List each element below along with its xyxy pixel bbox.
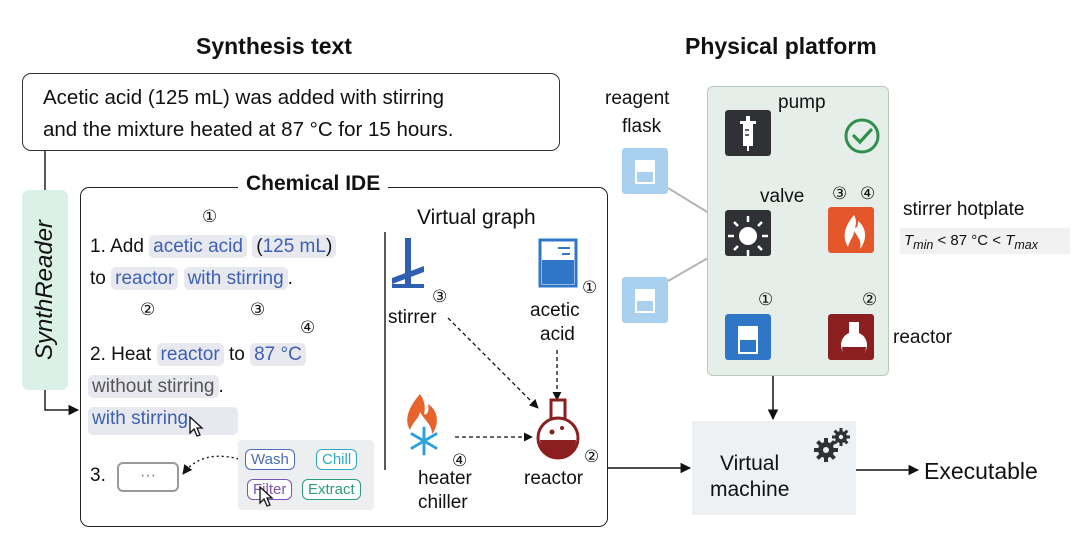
options-to-placeholder-arc	[182, 455, 249, 475]
reagent-token[interactable]: acetic acid	[149, 235, 247, 258]
graph-marker-3: ③	[432, 287, 448, 306]
step-3-placeholder[interactable]: ···	[117, 462, 179, 492]
option-wash[interactable]: Wash	[245, 449, 295, 470]
corrected-stirring-text: with stirring.	[92, 408, 194, 429]
stirrer-label: stirrer	[388, 307, 437, 328]
reagent-label: reagent	[605, 88, 670, 109]
stirring-token[interactable]: with stirring	[183, 267, 288, 290]
valve-label: valve	[760, 186, 805, 207]
step-2-line-2: without stirring.	[88, 375, 224, 398]
synthreader-block: SynthReader	[22, 190, 68, 390]
valve-icon	[725, 210, 771, 256]
synthesis-line-1: Acetic acid (125 mL) was added with stir…	[43, 86, 445, 109]
heater-chiller-icon	[407, 394, 438, 456]
option-chill[interactable]: Chill	[316, 449, 358, 470]
step-2-vessel-token[interactable]: reactor	[156, 343, 224, 366]
step-3-prefix: 3.	[90, 465, 106, 486]
tmin-subscript: min	[913, 238, 934, 252]
temperature-constraint: Tmin < 87 °C < Tmax	[900, 228, 1070, 254]
marker-4: ④	[300, 318, 316, 337]
reagent-flask-2-icon	[622, 277, 668, 323]
marker-3: ③	[250, 300, 266, 319]
step-1-dot: .	[287, 268, 293, 289]
graph-reactor-label: reactor	[524, 468, 584, 489]
marker-1: ①	[202, 207, 218, 226]
stirrer-icon	[392, 238, 424, 288]
step-2-prefix: 2. Heat	[90, 344, 152, 365]
temperature-token[interactable]: 87 °C	[250, 343, 306, 366]
gears-icon	[814, 428, 850, 462]
option-extract[interactable]: Extract	[302, 479, 361, 500]
vm-label-2: machine	[710, 478, 790, 501]
platform-marker-4: ④	[860, 184, 876, 203]
hotplate-label: stirrer hotplate	[903, 199, 1025, 220]
arrow-reader-to-ide	[44, 390, 80, 416]
graph-marker-2: ②	[584, 447, 600, 466]
step-1-line-1: 1. Add acetic acid (125 mL)	[90, 235, 337, 258]
virtual-graph-title: Virtual graph	[417, 206, 536, 229]
step-2-to: to	[228, 344, 245, 365]
platform-marker-2: ②	[862, 290, 878, 309]
pump-icon	[725, 110, 771, 156]
acetic-label: acetic	[530, 300, 580, 321]
tmin-symbol: T	[904, 232, 914, 249]
virtual-machine-block	[692, 421, 856, 515]
platform-reagent-icon	[725, 314, 771, 360]
platform-reactor-label: reactor	[893, 327, 953, 348]
marker-2: ②	[140, 300, 156, 319]
step-1-to: to	[90, 268, 106, 289]
edge-stirrer-reactor	[447, 317, 539, 409]
corrected-stirring-token[interactable]: with stirring.	[88, 407, 238, 435]
flask-label: flask	[622, 116, 662, 137]
platform-marker-3: ③	[832, 184, 848, 203]
platform-title: Physical platform	[685, 33, 877, 59]
executable-label: Executable	[924, 458, 1038, 484]
reagent-flask-1-icon	[622, 148, 668, 194]
synthesis-line-2: and the mixture heated at 87 °C for 15 h…	[43, 118, 454, 141]
heater-label: heater	[418, 468, 472, 489]
acid-label: acid	[540, 324, 575, 345]
step-2-line-1: 2. Heat reactor to 87 °C	[90, 343, 306, 366]
reactor-flask-icon	[536, 398, 580, 460]
ide-title: Chemical IDE	[238, 172, 389, 196]
struck-stirring-token[interactable]: without stirring	[88, 375, 219, 398]
pointer-cursor-icon	[259, 486, 274, 507]
step-1-prefix: 1. Add	[90, 236, 144, 257]
constraint-middle: < 87 °C <	[933, 232, 1006, 249]
platform-marker-1: ①	[758, 290, 774, 309]
step-2-dot: .	[218, 376, 224, 397]
platform-reactor-icon	[828, 314, 874, 360]
beaker-icon	[538, 238, 578, 288]
step-1-line-2: to reactor with stirring.	[90, 267, 293, 290]
vessel-token[interactable]: reactor	[111, 267, 179, 290]
graph-marker-1: ①	[582, 278, 598, 297]
synthreader-label: SynthReader	[31, 219, 58, 361]
chiller-label: chiller	[418, 492, 468, 513]
mouse-cursor-icon	[189, 416, 204, 437]
tmax-subscript: max	[1014, 238, 1038, 252]
synthesis-text-box: Acetic acid (125 mL) was added with stir…	[22, 73, 560, 151]
pump-label: pump	[778, 92, 826, 113]
graph-marker-4: ④	[452, 451, 468, 470]
amount-token[interactable]: (125 mL)	[252, 235, 337, 258]
check-icon	[844, 118, 880, 154]
vm-label-1: Virtual	[720, 452, 780, 475]
tmax-symbol: T	[1005, 232, 1015, 249]
hotplate-icon	[828, 207, 874, 253]
synthesis-title: Synthesis text	[196, 33, 352, 59]
